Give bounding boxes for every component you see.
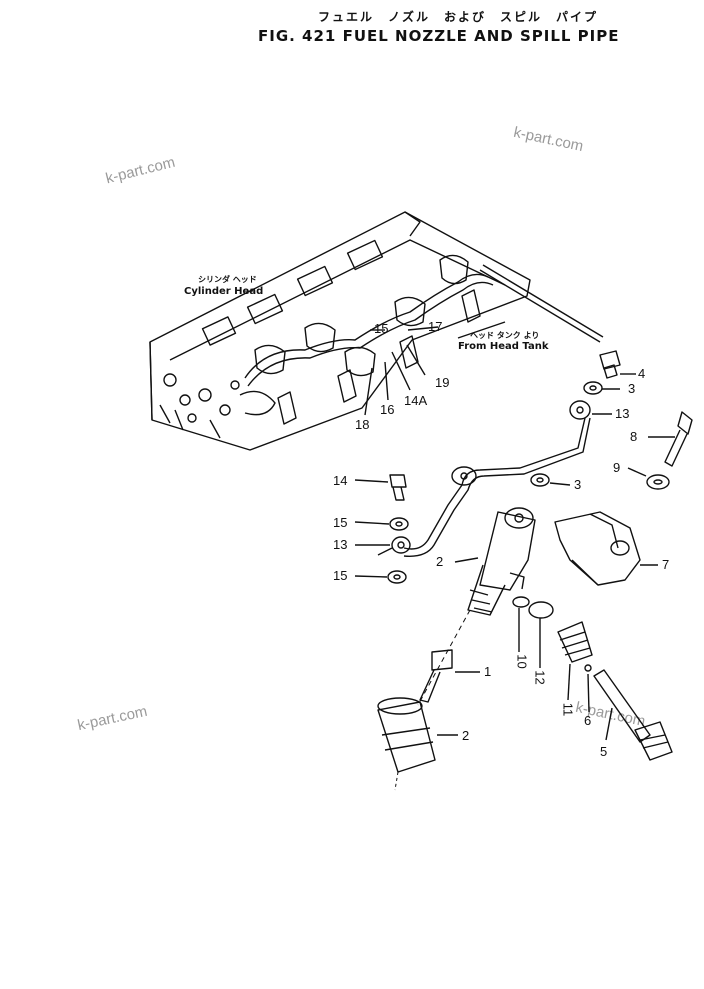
- callout-label: 15: [333, 515, 348, 530]
- callout-label: 5: [600, 744, 608, 759]
- callout-label: 10: [514, 654, 530, 669]
- spill-pipe-drawing: [377, 400, 591, 557]
- callout-label: 8: [630, 429, 638, 444]
- callout-label: 9: [613, 460, 621, 475]
- nozzle-holder-drawing: [467, 507, 536, 616]
- head-tank-caption-japanese: ヘッド タンク より: [470, 331, 540, 340]
- cylinder-head-drawing: [149, 211, 604, 451]
- callout-label: 16: [380, 402, 395, 417]
- head-tank-caption: From Head Tank: [458, 341, 549, 352]
- callout-label: 14: [333, 473, 348, 488]
- callout-label: 1: [484, 664, 492, 679]
- callout-label: 14A: [404, 393, 428, 408]
- callout-label: 2: [436, 554, 444, 569]
- callout-label: 6: [584, 713, 592, 728]
- callout-label: 13: [615, 406, 630, 421]
- callout-label: 13: [333, 537, 348, 552]
- cylinder-head-caption: Cylinder Head: [184, 286, 264, 297]
- callout-label: 15: [374, 321, 389, 336]
- callout-label: 15: [333, 568, 348, 583]
- callout-label: 4: [638, 366, 646, 381]
- callout-label: 17: [428, 319, 443, 334]
- callout-label: 12: [532, 670, 548, 685]
- cylinder-head-caption-japanese: シリンダ ヘッド: [198, 275, 257, 284]
- callout-label: 11: [560, 702, 576, 717]
- callout-label: 19: [435, 375, 450, 390]
- callout-label: 18: [355, 417, 370, 432]
- callout-label: 3: [628, 381, 636, 396]
- nozzle-clamp-drawing: [554, 511, 658, 586]
- callout-label: 2: [462, 728, 470, 743]
- figure-title: FIG. 421 FUEL NOZZLE AND SPILL PIPE: [258, 27, 620, 45]
- callout-label: 7: [662, 557, 670, 572]
- callout-label: 3: [574, 477, 582, 492]
- figure-title-japanese: フュエル ノズル および スピル パイプ: [318, 10, 599, 24]
